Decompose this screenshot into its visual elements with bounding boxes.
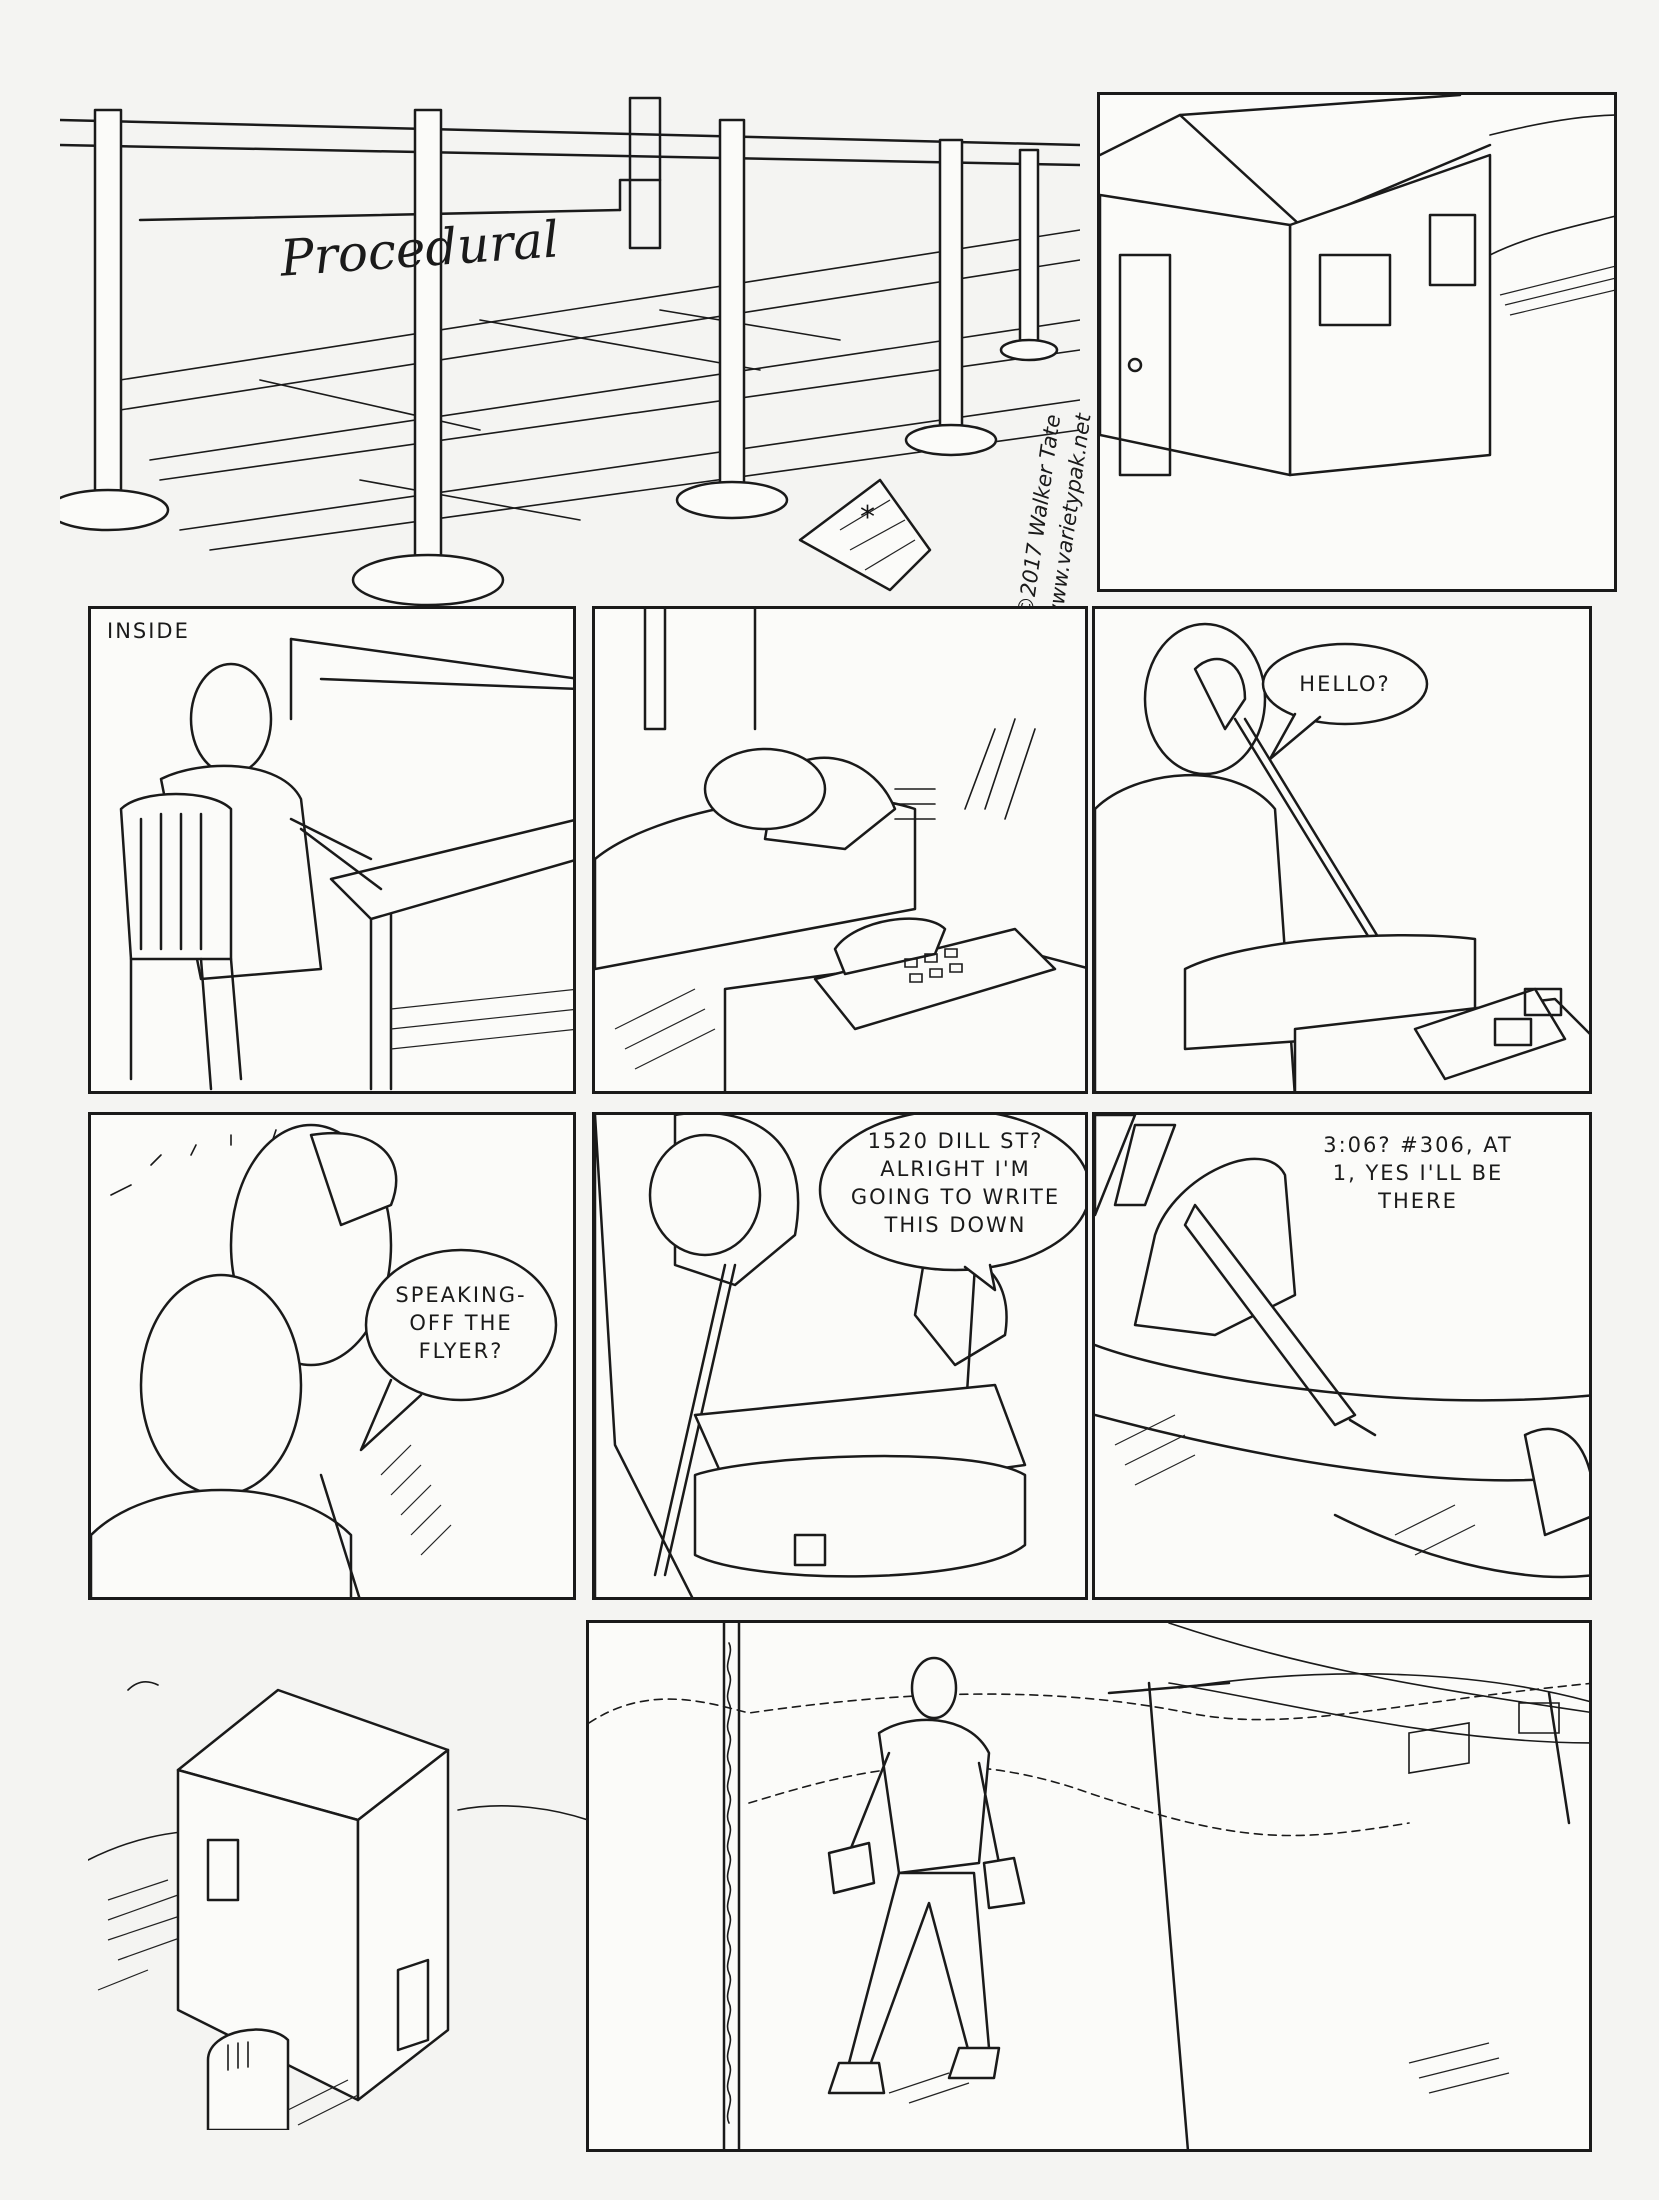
panel-house-exterior (1097, 92, 1617, 592)
panel-confirm-time: 3:06? #306, AT 1, YES I'LL BE THERE (1092, 1112, 1592, 1600)
house-with-booth-illustration (88, 1660, 588, 2130)
sleeping-man-phone-illustration (595, 609, 1085, 1091)
stanchion-barrier-illustration (60, 80, 1080, 620)
speech-dill-street: 1520 DILL ST? ALRIGHT I'M GOING TO WRITE… (850, 1129, 1061, 1237)
speech-hello: HELLO? (1299, 672, 1391, 696)
speech-speaking: SPEAKING- OFF THE FLYER? (395, 1283, 527, 1363)
title-splash: Procedural * ©2017 Walker Tate www.varie… (60, 80, 1096, 623)
house-illustration (1100, 95, 1617, 592)
man-writing-illustration (595, 1115, 1085, 1597)
speech-time-confirm: 3:06? #306, AT 1, YES I'LL BE THERE (1323, 1133, 1513, 1213)
panel-inside-desk: INSIDE (88, 606, 576, 1094)
panel-hello: HELLO? (1092, 606, 1592, 1094)
closeup-ear-phone-illustration (91, 1115, 576, 1597)
hand-writing-closeup-illustration (1095, 1115, 1589, 1600)
man-walking-illustration (589, 1623, 1592, 2152)
panel-phone-ringing (592, 606, 1088, 1094)
footnote-asterisk: * (860, 500, 875, 535)
panel-write-address: 1520 DILL ST? ALRIGHT I'M GOING TO WRITE… (592, 1112, 1088, 1600)
panel-house-booth (88, 1660, 588, 2130)
panel-walking (586, 1620, 1592, 2152)
panel-caption-inside: INSIDE (107, 619, 190, 643)
man-answering-phone-illustration (1095, 609, 1589, 1091)
panel-speaking: SPEAKING- OFF THE FLYER? (88, 1112, 576, 1600)
man-at-desk-illustration (91, 609, 573, 1094)
